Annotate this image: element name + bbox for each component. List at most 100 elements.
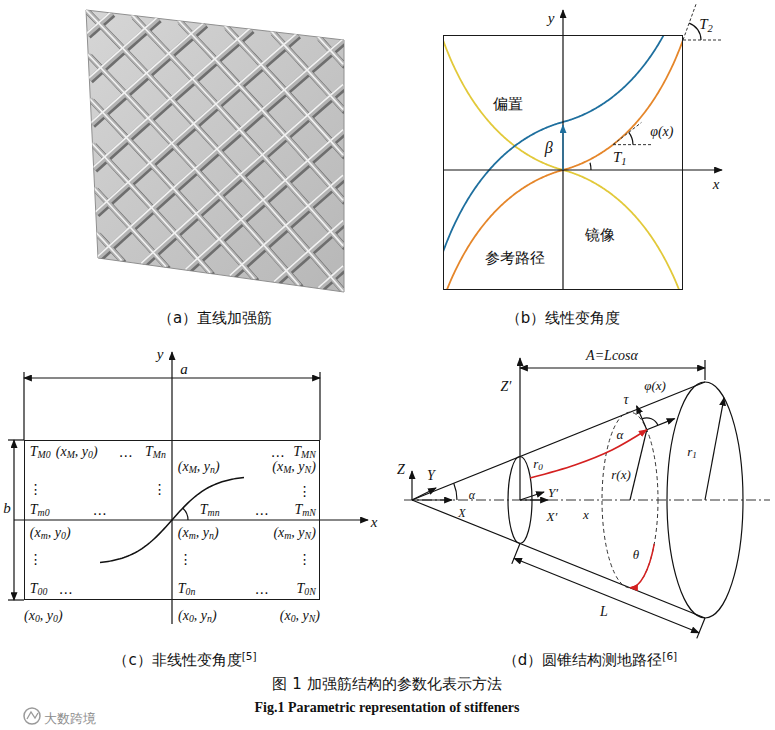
rib	[95, 189, 167, 268]
rib-highlight	[88, 17, 157, 78]
frame-axis	[412, 499, 452, 500]
node-text: ⋮	[298, 483, 312, 499]
rib-highlight	[87, 54, 299, 285]
rib	[142, 85, 344, 264]
rib-highlight	[230, 175, 343, 275]
x-axis	[443, 169, 722, 170]
node-text: 参考路径	[485, 250, 545, 267]
node-text: (xM, y0)	[56, 444, 98, 461]
figure-label: （c）非线性变角度[5]	[113, 650, 256, 670]
angle-arc	[589, 163, 591, 170]
cone-base	[667, 382, 743, 618]
figure-label: 大数跨境	[44, 712, 96, 727]
figure-label: L	[600, 604, 608, 620]
node-text: φ(x)	[650, 124, 673, 140]
frame-axis	[519, 358, 520, 500]
rib-highlight	[274, 220, 343, 281]
fiber-path	[100, 477, 244, 562]
rib-highlight	[85, 9, 343, 291]
figure-label: α	[469, 489, 475, 503]
center-axis	[404, 500, 770, 501]
angle-arc	[629, 132, 633, 144]
rib	[96, 35, 298, 214]
y-axis	[562, 10, 563, 290]
frame-axis	[412, 488, 436, 500]
cone-edge	[412, 500, 705, 618]
figure-label: r(x)	[611, 468, 631, 483]
node-text: ⋮	[153, 481, 167, 497]
extension-line	[23, 372, 24, 440]
rib	[86, 10, 344, 292]
grid-frame: TM0 (xM, y0) … TMn (xM, yn) … TMN(xM, yN) ⋮ ⋮ ⋮ Tm…	[24, 440, 320, 600]
frame-axis	[411, 471, 412, 500]
figure-label: y	[548, 10, 555, 27]
extension-line	[8, 439, 24, 440]
node-text: TMN	[293, 444, 316, 461]
figure-label: T2	[699, 16, 713, 35]
figure-label: （d）圆锥结构测地路径[6]	[503, 650, 677, 670]
node-text: …	[59, 581, 73, 597]
dimension-line	[13, 440, 14, 600]
dashed-tangent	[613, 123, 641, 145]
frame-axis	[520, 492, 544, 500]
figure-label: x	[583, 508, 589, 523]
figure-label: x	[371, 514, 378, 531]
extension-line	[8, 599, 24, 600]
extension-line	[319, 372, 320, 440]
angle-arc	[642, 418, 658, 425]
node-text: β	[545, 139, 553, 157]
rib	[98, 40, 344, 258]
node-text: TMn	[145, 444, 166, 461]
node-text: (xM, yn)	[178, 459, 220, 476]
cone-edge	[412, 382, 705, 500]
rib-highlight	[186, 130, 343, 270]
figure-label: α	[617, 428, 624, 443]
rib-highlight	[86, 12, 111, 34]
node-text: Tm0	[30, 502, 50, 519]
node-text: T0N	[297, 581, 316, 598]
angle-arc	[183, 508, 188, 520]
figure-label: r0	[533, 457, 543, 473]
node-text: Tmn	[200, 502, 220, 519]
node-text: ⋮	[298, 551, 312, 567]
cone-section	[602, 412, 658, 588]
rib-highlight	[131, 14, 343, 245]
node-text: TmN	[294, 502, 315, 519]
rib-highlight	[93, 28, 250, 168]
node-text: ⋮	[29, 481, 43, 497]
figure-label: Y′	[548, 486, 558, 501]
rib-highlight	[141, 84, 343, 263]
figure-label: （a）直线加强筋	[158, 310, 272, 327]
plot-frame: 偏置镜像参考路径βT1φ(x)	[443, 35, 683, 290]
offset-arrow	[562, 125, 563, 170]
radius-arrow	[705, 398, 724, 500]
dimension-line	[520, 367, 705, 368]
rib	[272, 32, 344, 111]
figure-label: Y	[427, 468, 435, 484]
rib-highlight	[97, 39, 343, 257]
rib-highlight	[95, 34, 297, 213]
figure-caption: 图 1 加强筋结构的参数化表示方法	[272, 676, 501, 693]
figure-label: (x0, yN)	[280, 608, 320, 625]
node-text: …	[271, 444, 285, 460]
x-axis	[14, 519, 368, 520]
extension-line	[697, 618, 705, 638]
dashed-tangent	[683, 2, 697, 40]
y-axis	[171, 352, 172, 624]
figure-label: φ(x)	[644, 379, 666, 394]
node-text: ⋮	[29, 551, 43, 567]
node-text: TM0	[30, 444, 51, 461]
figure-label: τ	[623, 392, 628, 408]
node-text: …	[255, 502, 269, 518]
extension-line	[704, 360, 705, 380]
node-text: (xm, yN)	[273, 525, 315, 542]
node-text: (xM, yN)	[272, 459, 316, 476]
figure-label: X	[458, 507, 465, 521]
node-text: T1	[613, 149, 627, 168]
node-text: (xm, yn)	[178, 525, 219, 542]
figure-label: Z	[397, 462, 405, 478]
generator-arrow	[647, 419, 675, 430]
path-curves	[443, 35, 683, 290]
dimension-line	[514, 558, 699, 633]
